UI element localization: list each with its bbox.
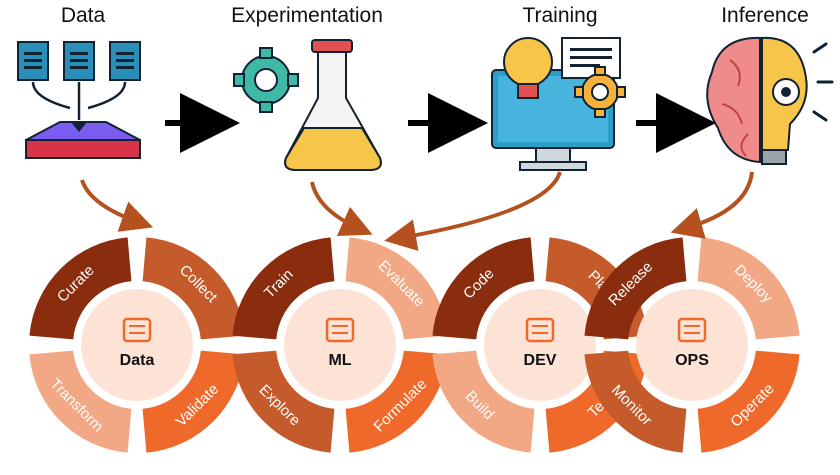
server-stack-icon xyxy=(122,317,152,343)
cycle-center xyxy=(484,289,596,401)
connector-experimentation-to-cycle xyxy=(310,181,373,237)
cycle-segment-operate xyxy=(697,350,800,453)
gear-people-icon xyxy=(677,317,707,343)
connector-inference-to-cycle xyxy=(670,171,754,239)
connector-data-to-cycle xyxy=(80,179,154,232)
brain-lightbulb-icon xyxy=(706,36,834,165)
cycle-segment-build xyxy=(432,350,535,453)
cycle-center xyxy=(284,289,396,401)
cycle-center xyxy=(81,289,193,401)
lightbulb-monitor-icon xyxy=(491,37,626,171)
cycle-segment-transform xyxy=(29,350,132,453)
connector-training-to-cycle xyxy=(384,171,562,251)
stage-title-experimentation: Experimentation xyxy=(231,4,383,27)
cycle-segment-formulate xyxy=(345,350,448,453)
cycle-segment-explore xyxy=(232,350,335,453)
cycle-segment-validate xyxy=(142,350,245,453)
cycle-segment-code xyxy=(432,237,535,340)
cycle-segment-curate xyxy=(29,237,132,340)
cycle-segment-monitor xyxy=(584,350,687,453)
stage-title-data: Data xyxy=(60,4,106,27)
cycle-segment-release xyxy=(584,237,687,340)
cycle-segment-train xyxy=(232,237,335,340)
documents-to-database-icon xyxy=(17,41,141,159)
cycle-center-label-data: Data xyxy=(120,352,155,369)
stage-title-inference: Inference xyxy=(721,4,809,27)
gear-flask-icon xyxy=(233,39,382,171)
cycle-segment-deploy xyxy=(697,237,800,340)
code-window-icon xyxy=(525,317,555,343)
cycle-segment-evaluate xyxy=(345,237,448,340)
cycle-center-label-ops: OPS xyxy=(675,352,709,369)
cycle-center-label-ml: ML xyxy=(328,352,351,369)
cycle-center xyxy=(636,289,748,401)
brain-circuit-icon xyxy=(325,317,355,343)
cycle-center-label-dev: DEV xyxy=(524,352,557,369)
stage-title-training: Training xyxy=(522,4,598,27)
cycle-segment-collect xyxy=(142,237,245,340)
